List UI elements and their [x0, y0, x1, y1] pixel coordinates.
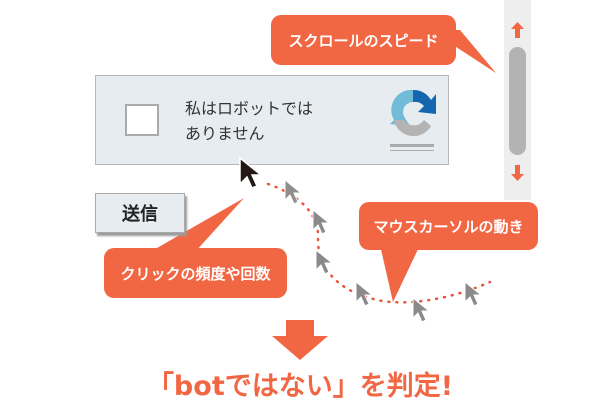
send-button[interactable]: 送信 — [95, 193, 185, 233]
callout-text: クリックの頻度や回数 — [120, 264, 271, 283]
mouse-callout-tail — [380, 245, 420, 302]
cursor-icon — [412, 296, 431, 323]
down-arrow-icon — [272, 320, 328, 360]
callout-text: スクロールのスピード — [288, 31, 439, 50]
cursor-trail — [266, 182, 492, 304]
callout-text: マウスカーソルの動き — [373, 217, 524, 236]
click-frequency-callout: クリックの頻度や回数 — [104, 248, 287, 298]
captcha-label-line2: ありません — [185, 124, 265, 143]
recaptcha-widget: 私はロボットでは ありません — [95, 75, 449, 165]
scroll-down-arrow-icon[interactable] — [511, 165, 524, 181]
mouse-cursor-icon — [239, 156, 264, 189]
cursor-icon — [355, 280, 374, 307]
scroll-up-arrow-icon[interactable] — [511, 22, 524, 38]
cursor-icon — [284, 178, 303, 205]
cursor-icon — [312, 208, 331, 235]
not-robot-checkbox[interactable] — [125, 104, 159, 136]
scrollbar-thumb[interactable] — [509, 47, 526, 155]
cursor-trail-arrows — [284, 178, 483, 323]
mouse-movement-callout: マウスカーソルの動き — [359, 202, 538, 250]
recaptcha-logo-icon — [390, 89, 436, 151]
click-callout-tail — [150, 198, 244, 252]
send-button-label: 送信 — [122, 204, 158, 225]
cursor-icon — [315, 248, 334, 275]
captcha-label-line1: 私はロボットでは — [185, 99, 314, 118]
scroll-speed-callout: スクロールのスピード — [271, 15, 456, 65]
captcha-label: 私はロボットでは ありません — [185, 96, 313, 146]
scrollbar[interactable] — [504, 0, 531, 200]
cursor-icon — [464, 280, 483, 307]
result-heading: 「botではない」を判定! — [146, 371, 454, 402]
